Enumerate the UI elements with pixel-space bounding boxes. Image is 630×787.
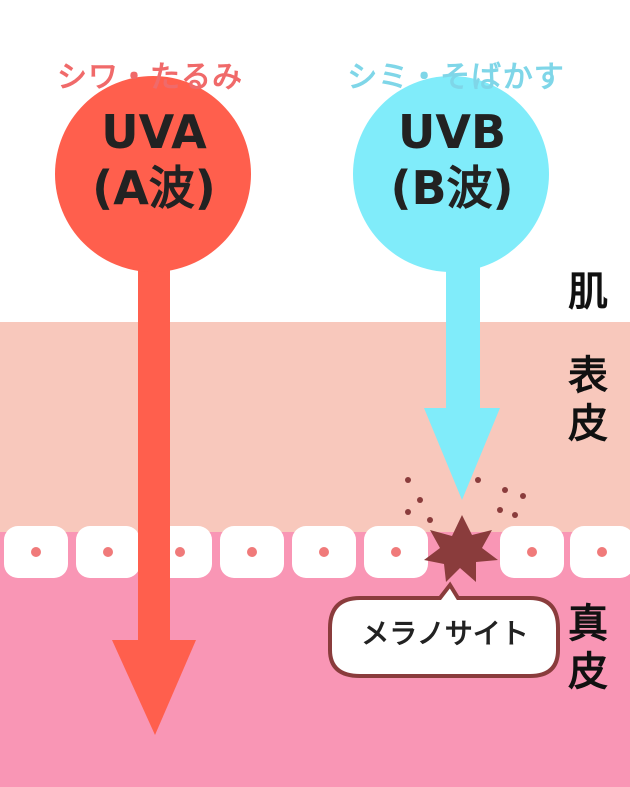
cell-nucleus: [103, 547, 113, 557]
uva-caption: シワ・たるみ: [57, 60, 243, 95]
cell-nucleus: [597, 547, 607, 557]
uva-label-line2: (A波): [92, 161, 216, 215]
uvb-circle: [353, 76, 549, 272]
dermis-label: 真皮: [568, 601, 608, 695]
melanocyte-splat: [405, 477, 526, 582]
cell-nucleus: [319, 547, 329, 557]
cell-nucleus: [175, 547, 185, 557]
uva-label-line1: UVA: [101, 105, 207, 159]
melanocyte-bubble: [328, 581, 560, 678]
uva-label: UVA (A波): [56, 104, 252, 216]
uva-circle: [55, 76, 251, 272]
cell-nucleus: [31, 547, 41, 557]
basal-cell-row: [4, 526, 630, 578]
melanocyte-label: メラノサイト: [361, 617, 529, 650]
cell-nucleus: [527, 547, 537, 557]
cell-nucleus: [391, 547, 401, 557]
cell-nucleus: [247, 547, 257, 557]
uvb-arrow: [424, 250, 500, 500]
uva-arrow: [112, 250, 196, 735]
epidermis-label: 表皮: [568, 353, 608, 447]
skin-label: 肌: [568, 269, 608, 315]
uvb-label-line2: (B波): [390, 161, 514, 215]
uvb-caption: シミ・そばかす: [347, 60, 565, 95]
uvb-label-line1: UVB: [397, 105, 506, 159]
uvb-label: UVB (B波): [354, 104, 550, 216]
